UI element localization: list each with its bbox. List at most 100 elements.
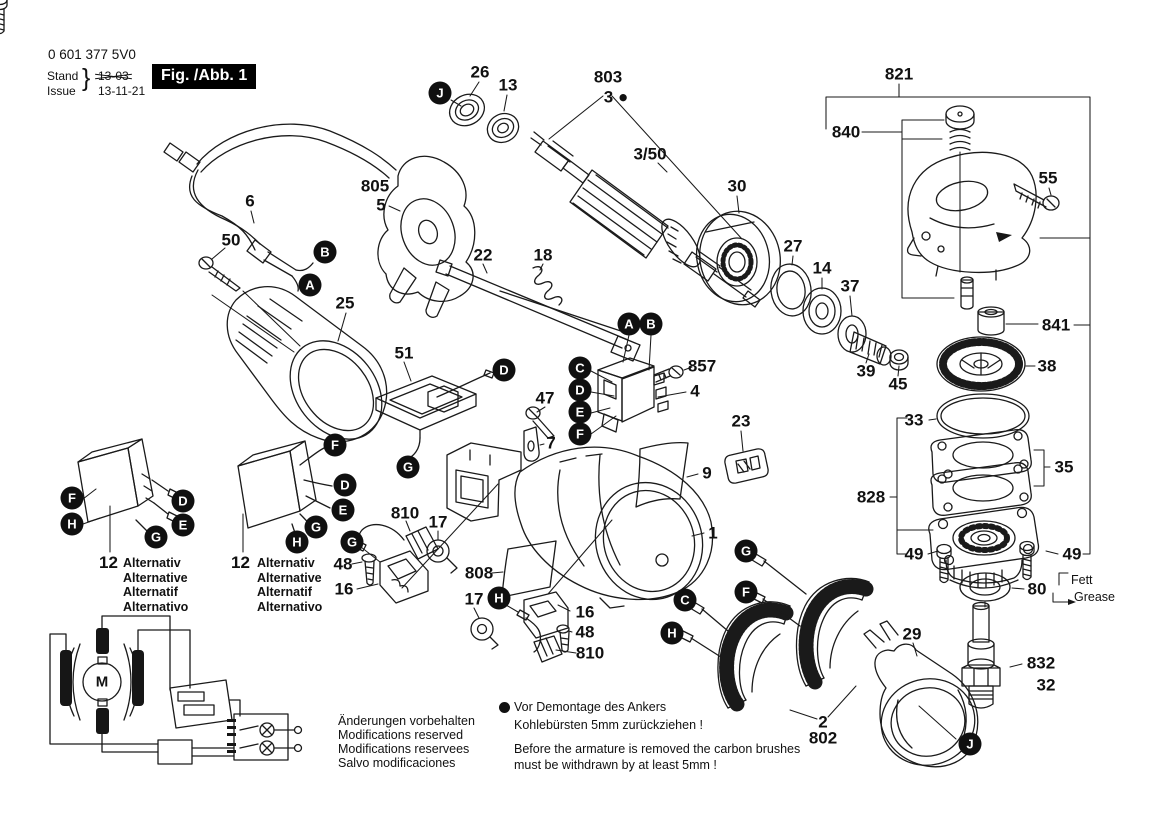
ref-marker-j-top: J [428, 81, 452, 105]
callout-49-left: 49 [904, 544, 924, 564]
callout-3-50: 3/50 [633, 144, 667, 164]
callout-808: 808 [464, 563, 494, 583]
callout-7: 7 [546, 433, 556, 453]
alternative-line: Alternativo [123, 599, 189, 614]
brace-glyph: } [82, 64, 91, 92]
callout-27: 27 [783, 236, 803, 256]
alternative-line: Alternatif [257, 585, 312, 599]
callout-803: 803 [593, 67, 623, 87]
rings-and-pinion-drawing [770, 255, 909, 377]
wiring-schematic-drawing [49, 615, 303, 765]
ref-marker-e-module1: E [171, 513, 195, 537]
date-old-text: 13-03 [98, 69, 129, 83]
alternative-line: Alternativ [123, 556, 181, 570]
alternative-note-1: Alternativ Alternative Alternatif Altern… [123, 556, 188, 614]
warning-de-line1: Vor Demontage des Ankers [514, 700, 667, 714]
callout-48-left: 48 [333, 554, 353, 574]
callout-18: 18 [533, 245, 553, 265]
ref-marker-h-coil: H [660, 621, 684, 645]
callout-35: 35 [1054, 457, 1074, 477]
grease-note-en: Grease [1074, 590, 1115, 604]
figure-title: Fig. /Abb. 1 [152, 64, 257, 89]
callout-16-left: 16 [334, 579, 354, 599]
field-coils-drawing [679, 553, 874, 720]
ref-marker-d-module1: D [171, 489, 195, 513]
callout-821: 821 [884, 64, 914, 84]
callout-37: 37 [840, 276, 860, 296]
callout-38: 38 [1037, 356, 1057, 376]
callout-17-left: 17 [428, 512, 448, 532]
warning-en-line1: Before the armature is removed the carbo… [514, 742, 801, 756]
motor-symbol-label: M [95, 673, 109, 691]
armature-drawing [448, 81, 761, 308]
warning-de-line2: Kohlebürsten 5mm zurückziehen ! [514, 718, 703, 732]
callout-4: 4 [690, 381, 700, 401]
baffle-30-drawing [695, 195, 781, 306]
power-cord-drawing [163, 123, 397, 292]
callout-857: 857 [687, 356, 717, 376]
callout-3-dot: 3 ● [603, 87, 629, 107]
ref-marker-d-wire: D [492, 358, 516, 382]
callout-832: 832 [1026, 653, 1056, 673]
brush-assembly-left-drawing [351, 520, 458, 604]
callout-26: 26 [470, 62, 490, 82]
document-part-number: 0 601 377 5V0 [48, 47, 136, 62]
modifications-note-fr: Modifications reservees [338, 742, 470, 756]
callout-49-right: 49 [1062, 544, 1082, 564]
callout-828: 828 [856, 487, 886, 507]
ref-marker-f-coil: F [734, 580, 758, 604]
callout-50: 50 [221, 230, 241, 250]
guard-29-drawing [863, 620, 979, 768]
modifications-note-en: Modifications reserved [338, 728, 464, 742]
callout-9: 9 [702, 463, 712, 483]
callout-5: 5 [376, 195, 386, 215]
alternative-line: Alternativ [257, 556, 315, 570]
screw-50-drawing [198, 247, 301, 353]
ref-marker-b-cord: B [313, 240, 337, 264]
issue-label: Issue [47, 84, 76, 98]
ref-marker-h-module1: H [60, 512, 84, 536]
callout-6: 6 [245, 191, 255, 211]
ref-marker-g-module1: G [144, 525, 168, 549]
ref-marker-j-guard: J [958, 732, 982, 756]
alternative-number-2: 12 [231, 553, 250, 572]
callout-810-left: 810 [390, 503, 420, 523]
switch-group-drawing [435, 259, 693, 462]
date-old: 13-03 [98, 69, 129, 83]
ref-marker-a-switch: A [617, 312, 641, 336]
callout-39: 39 [856, 361, 876, 381]
mains-plug-drawing [377, 155, 476, 318]
callout-80: 80 [1027, 579, 1047, 599]
ref-marker-b-switch: B [639, 312, 663, 336]
ref-marker-e-module2: E [331, 498, 355, 522]
ref-marker-e-switch: E [568, 400, 592, 424]
callout-810-right: 810 [575, 643, 605, 663]
callout-2: 2 [818, 712, 828, 732]
housing-1-drawing [401, 430, 769, 609]
alternative-note-2: Alternativ Alternative Alternatif Altern… [257, 556, 322, 614]
alternative-line: Alternative [123, 570, 188, 585]
callout-55: 55 [1038, 168, 1058, 188]
callout-16-right: 16 [575, 602, 595, 622]
grease-note-de: Fett [1071, 573, 1093, 587]
ref-marker-a-cord: A [298, 273, 322, 297]
ref-marker-f-module1: F [60, 486, 84, 510]
alternative-line: Alternatif [123, 585, 178, 599]
ref-marker-g-module2: G [304, 515, 328, 539]
callout-51: 51 [394, 343, 414, 363]
gear-head-group-drawing [0, 0, 1091, 709]
rear-cap-25-drawing [226, 285, 388, 443]
modifications-note-de: Änderungen vorbehalten [338, 714, 475, 728]
callout-23: 23 [731, 411, 751, 431]
stand-label: Stand [47, 69, 79, 83]
callout-47: 47 [535, 388, 555, 408]
ref-marker-f-module51: F [323, 433, 347, 457]
modifications-note-es: Salvo modificaciones [338, 756, 456, 770]
ref-marker-g-brush-left: G [340, 530, 364, 554]
callout-45: 45 [888, 374, 908, 394]
module-51-drawing [375, 361, 477, 459]
date-new: 13-11-21 [98, 84, 146, 98]
callout-802: 802 [808, 728, 838, 748]
